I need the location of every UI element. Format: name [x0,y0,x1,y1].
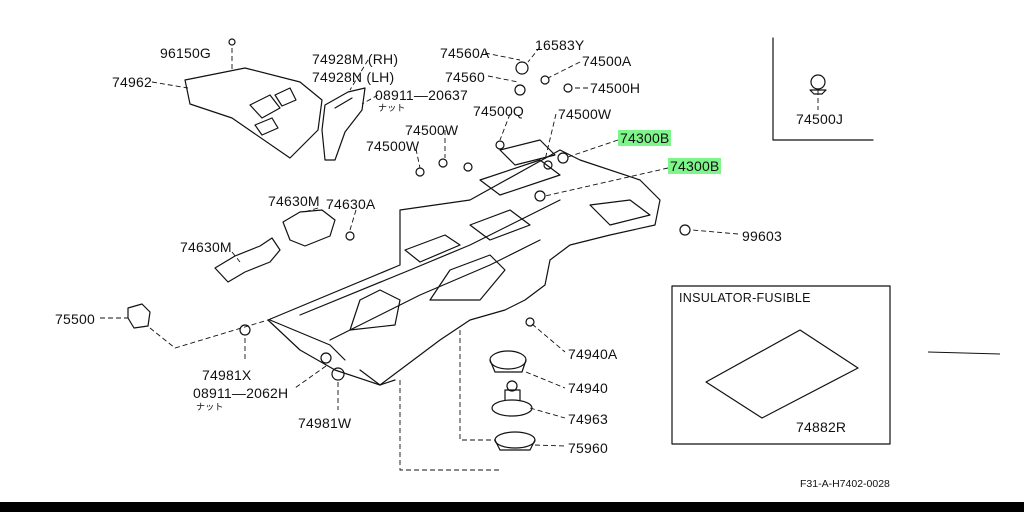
bottom-border [0,502,1024,512]
label-74940: 74940 [568,380,608,396]
inset-title: INSULATOR-FUSIBLE [679,291,811,305]
label-74940a: 74940A [568,346,618,362]
label-nut-2: ナット [196,402,224,412]
label-74500a: 74500A [582,53,632,69]
label-74981w: 74981W [298,415,352,431]
bracket-74630m-upper [282,209,336,247]
label-74963: 74963 [568,411,608,427]
drawing-code: F31-A-H7402-0028 [800,478,890,490]
insulator-74928 [321,87,366,161]
label-99603: 99603 [742,228,782,244]
pad-75500 [127,303,151,329]
label-08911-20637: 08911—20637 [375,87,469,103]
insulator-74962 [184,67,323,159]
label-96150g: 96150G [160,45,212,61]
label-74630m-a: 74630M [268,193,320,209]
label-74300b-a-highlighted: 74300B [618,130,672,146]
floor-pan [267,149,661,386]
inset-insulator-frame [671,285,891,445]
label-74882r: 74882R [796,419,847,435]
bracket-74630m-lower [214,237,281,283]
label-74300b-b-highlighted: 74300B [668,158,722,174]
label-74500w-c: 74500W [366,138,420,154]
label-74500w-b: 74500W [405,122,459,138]
label-74928m: 74928M (RH) [312,51,399,67]
label-74500q: 74500Q [473,103,525,119]
inset-74500j-frame [772,37,874,141]
label-75500: 75500 [55,311,95,327]
label-74981x: 74981X [202,367,252,383]
label-08911-2062h: 08911—2062H [193,385,289,401]
label-16583y: 16583Y [535,37,585,53]
label-74962: 74962 [112,74,152,90]
insulator-74882r [705,329,859,419]
label-74500j: 74500J [796,111,844,127]
label-75960: 75960 [568,440,608,456]
label-74500h: 74500H [590,80,641,96]
label-74928n: 74928N (LH) [312,69,395,85]
label-nut-1: ナット [378,103,406,113]
label-74630m-b: 74630M [180,239,232,255]
label-74500w-a: 74500W [558,106,612,122]
label-74560a: 74560A [440,45,490,61]
label-74560: 74560 [445,69,485,85]
label-74630a: 74630A [326,196,376,212]
